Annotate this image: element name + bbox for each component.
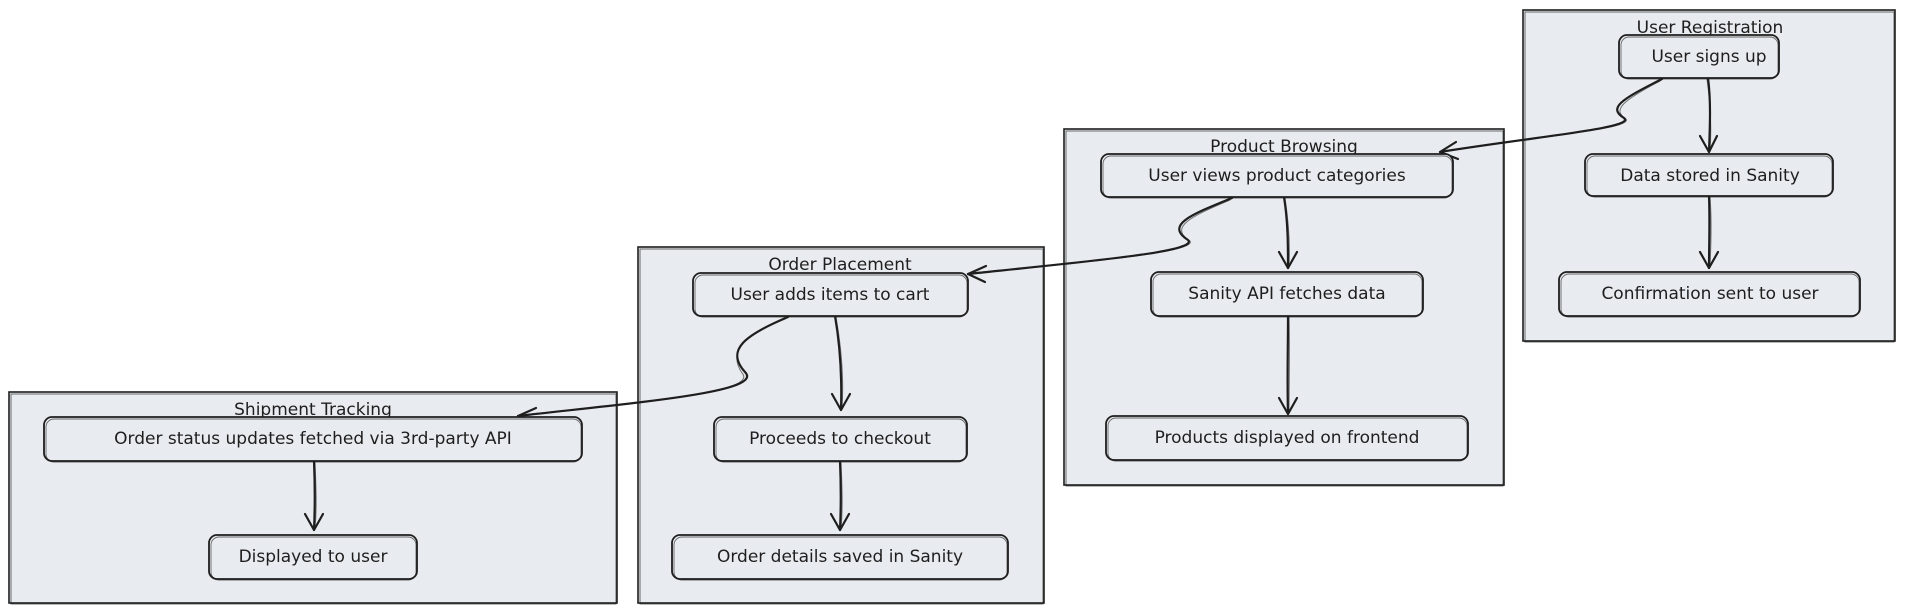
node-label-confirm: Confirmation sent to user xyxy=(1601,284,1818,304)
edge-cart-to-checkout xyxy=(830,314,852,412)
node-confirm: Confirmation sent to user xyxy=(1558,271,1861,318)
edge-status-to-shown xyxy=(303,459,325,532)
edge-stored-to-confirm xyxy=(1698,194,1720,270)
group-title-order-placement: Order Placement xyxy=(768,255,912,275)
edge-checkout-to-saved xyxy=(829,459,851,532)
group-title-user-registration: User Registration xyxy=(1637,18,1784,38)
node-saved: Order details saved in Sanity xyxy=(671,534,1009,581)
node-stored: Data stored in Sanity xyxy=(1584,153,1834,198)
node-shown: Displayed to user xyxy=(208,534,418,581)
node-label-saved: Order details saved in Sanity xyxy=(717,547,963,567)
edge-signup-to-stored xyxy=(1698,76,1719,154)
node-label-fetches: Sanity API fetches data xyxy=(1188,284,1385,304)
node-label-checkout: Proceeds to checkout xyxy=(749,429,931,449)
node-status: Order status updates fetched via 3rd-par… xyxy=(43,416,583,463)
edge-fetches-to-displayed xyxy=(1277,314,1299,416)
node-cart: User adds items to cart xyxy=(692,272,969,318)
node-label-cart: User adds items to cart xyxy=(731,285,930,305)
edge-views-to-fetches xyxy=(1277,195,1299,270)
group-title-shipment-tracking: Shipment Tracking xyxy=(234,400,392,420)
node-label-views: User views product categories xyxy=(1148,166,1406,186)
node-label-status: Order status updates fetched via 3rd-par… xyxy=(114,429,512,449)
node-label-signup: User signs up xyxy=(1651,47,1766,67)
node-label-shown: Displayed to user xyxy=(239,547,388,567)
node-views: User views product categories xyxy=(1100,153,1454,199)
node-label-displayed: Products displayed on frontend xyxy=(1155,428,1420,448)
edge-views-to-cart xyxy=(966,196,1234,284)
node-fetches: Sanity API fetches data xyxy=(1150,271,1424,318)
node-label-stored: Data stored in Sanity xyxy=(1620,166,1800,186)
node-signup: User signs up xyxy=(1618,34,1780,80)
node-displayed: Products displayed on frontend xyxy=(1105,415,1469,462)
group-title-product-browsing: Product Browsing xyxy=(1210,137,1358,157)
node-checkout: Proceeds to checkout xyxy=(713,416,968,463)
